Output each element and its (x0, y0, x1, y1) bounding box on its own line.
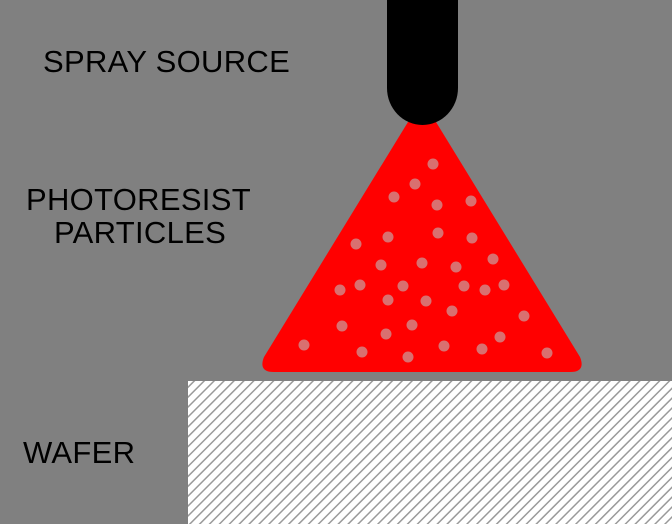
particle-dot (416, 257, 428, 269)
particle-dot (406, 319, 418, 331)
particle-dot (356, 346, 368, 358)
particle-dot (476, 343, 488, 355)
particle-dot (494, 331, 506, 343)
particle-dot (382, 294, 394, 306)
particle-dot (402, 351, 414, 363)
wafer-block (188, 381, 672, 524)
particle-dot (450, 261, 462, 273)
photoresist-label-line1: PHOTORESIST (26, 182, 251, 217)
particle-dot (458, 280, 470, 292)
particle-dot (388, 191, 400, 203)
particle-dot (397, 280, 409, 292)
particle-dot (446, 305, 458, 317)
particle-dot (375, 259, 387, 271)
photoresist-particles (298, 158, 553, 363)
particle-dot (354, 279, 366, 291)
spray-source-label: SPRAY SOURCE (43, 44, 291, 79)
photoresist-label-line2: PARTICLES (54, 214, 227, 250)
wafer-label: WAFER (23, 435, 136, 470)
particle-dot (298, 339, 310, 351)
particle-dot (465, 195, 477, 207)
particle-dot (350, 238, 362, 250)
particle-dot (427, 158, 439, 170)
particle-dot (498, 279, 510, 291)
particle-dot (380, 328, 392, 340)
particle-dot (431, 199, 443, 211)
particle-dot (466, 232, 478, 244)
photoresist-particles-label: PHOTORESIST PARTICLES (26, 182, 251, 250)
particle-dot (518, 310, 530, 322)
particle-dot (487, 253, 499, 265)
spray-cone (262, 115, 582, 372)
particle-dot (420, 295, 432, 307)
particle-dot (382, 231, 394, 243)
particle-dot (409, 178, 421, 190)
particle-dot (438, 340, 450, 352)
particle-dot (541, 347, 553, 359)
spray-nozzle (387, 0, 458, 125)
particle-dot (432, 227, 444, 239)
particle-dot (479, 284, 491, 296)
particle-dot (334, 284, 346, 296)
particle-dot (336, 320, 348, 332)
